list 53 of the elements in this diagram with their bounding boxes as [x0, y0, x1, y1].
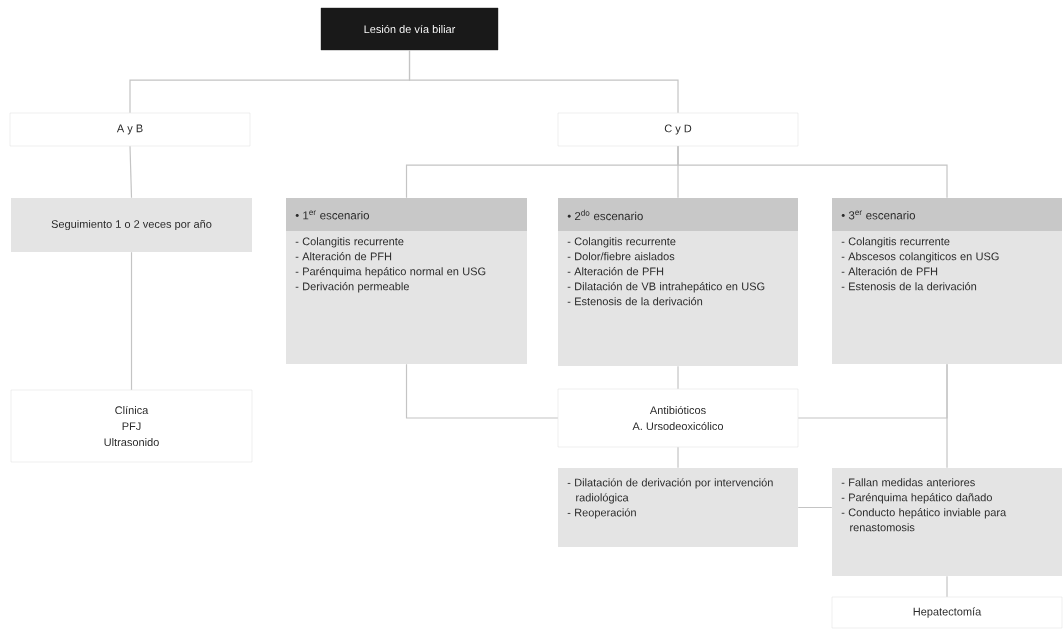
box-label: PFJ: [122, 422, 141, 431]
list-item: - Dolor/fiebre aislados: [567, 252, 675, 261]
list-item: - Alteración de PFH: [841, 267, 938, 276]
process-box: [557, 112, 799, 147]
list-item: - Fallan medidas anteriores: [841, 478, 975, 487]
scenario-box: [558, 198, 798, 366]
list-item: - Colangitis recurrente: [841, 237, 950, 248]
connector-line: [946, 363, 948, 469]
connector-line: [677, 145, 948, 199]
list-item: - Alteración de PFH: [567, 267, 664, 276]
list-item: - Alteración de PFH: [295, 252, 392, 261]
list-item: - Dilatación de derivación por intervención radiológica: [567, 478, 773, 504]
process-box: [9, 112, 251, 147]
connector-line: [797, 506, 833, 509]
list-item: - Conducto hepático inviable para renastomosis: [841, 508, 1007, 532]
process-box: [557, 388, 799, 448]
connector-line: [129, 145, 133, 199]
box-label: Hepatectomía: [913, 607, 982, 618]
connector-line: [946, 575, 948, 598]
process-box: [831, 596, 1063, 629]
list-item: - Parénquima hepático normal en USG: [295, 267, 486, 278]
list-item: - Reoperación: [567, 508, 636, 519]
list-item: - Estenosis de la derivación: [567, 297, 703, 306]
box-label: Ultrasonido: [104, 438, 159, 447]
connector-line: [405, 363, 559, 419]
connector-line: [408, 49, 679, 114]
list-item: - Parénquima hepático dañado: [841, 493, 992, 504]
list-item: - Derivación permeable: [295, 282, 409, 293]
box-heading: • 3$^{er}$ escenario: [841, 210, 916, 220]
scenario-box: [832, 198, 1062, 364]
list-box: [558, 468, 798, 547]
list-item: - Dilatación de VB intrahepático en USG: [567, 282, 765, 293]
connector-line: [677, 446, 679, 469]
box-label: Clínica: [115, 405, 149, 415]
list-item: - Estenosis de la derivación: [841, 282, 977, 291]
process-box: [11, 198, 252, 252]
box-label: Lesión de vía biliar: [364, 24, 456, 34]
box-label: A. Ursodeoxicólico: [632, 421, 724, 431]
list-box: [832, 468, 1062, 576]
box-heading: • 1$^{er}$ escenario: [295, 210, 370, 220]
box-label: Antibióticos: [649, 405, 706, 415]
box-label: C y D: [664, 124, 692, 135]
process-box: [10, 389, 253, 463]
list-item: - Colangitis recurrente: [567, 237, 676, 248]
title-box: [320, 7, 499, 51]
scenario-box: [286, 198, 527, 364]
list-item: - Colangitis recurrente: [295, 237, 404, 248]
list-item: - Abscesos colangiticos en USG: [841, 252, 999, 263]
box-label: Seguimiento 1 o 2 veces por año: [51, 219, 212, 231]
box-heading: • 2$^{do}$ escenario: [567, 209, 643, 221]
connector-line: [130, 251, 133, 391]
box-label: A y B: [116, 124, 143, 135]
connector-line: [677, 365, 679, 390]
